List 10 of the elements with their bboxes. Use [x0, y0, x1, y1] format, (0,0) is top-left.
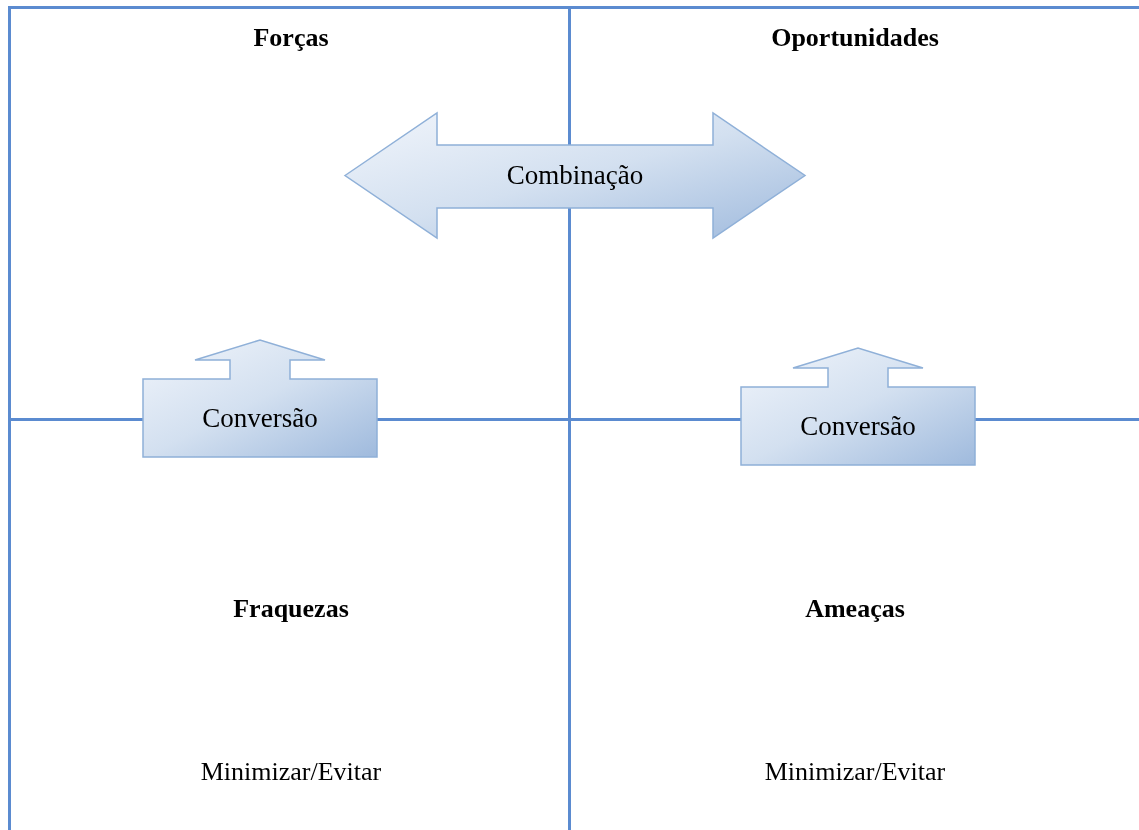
arrow-label: Combinação — [506, 160, 644, 191]
quadrant-heading: Ameaças — [805, 594, 905, 624]
quadrant-heading: Forças — [253, 23, 329, 53]
quadrant-heading: Oportunidades — [771, 23, 939, 53]
arrow-label: Conversão — [202, 402, 318, 434]
arrow-label: Conversão — [800, 410, 916, 442]
quadrant-note: Minimizar/Evitar — [200, 757, 382, 787]
quadrant-note: Minimizar/Evitar — [764, 757, 946, 787]
quadrant-cell — [568, 418, 1139, 830]
quadrant-heading: Fraquezas — [233, 594, 349, 624]
